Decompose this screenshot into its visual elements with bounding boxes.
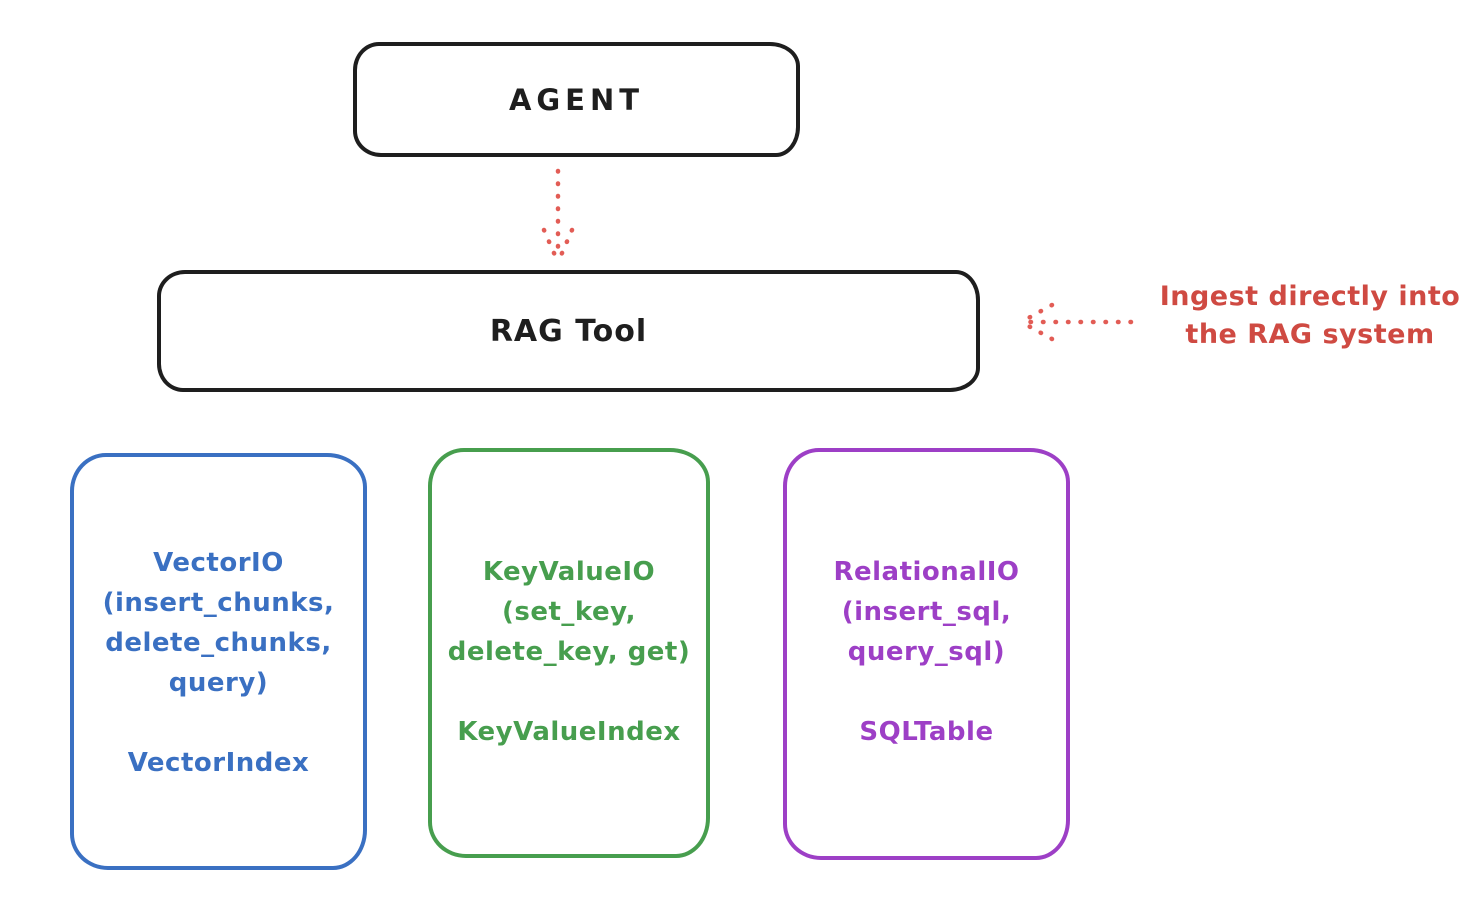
- key-value-index-label: KeyValueIndex: [457, 717, 681, 747]
- vector-io-line: query): [168, 668, 269, 698]
- vector-index-label: VectorIndex: [127, 748, 310, 778]
- relational-io-line: (insert_sql,: [841, 597, 1012, 627]
- ingest-annotation-line2: the RAG system: [1185, 319, 1435, 350]
- rag-tool-box: RAG Tool: [157, 270, 980, 392]
- ingest-annotation: Ingest directly into the RAG system: [1136, 278, 1484, 354]
- key-value-io-box: KeyValueIO (set_key, delete_key, get) Ke…: [428, 448, 710, 858]
- agent-label: AGENT: [508, 82, 645, 117]
- ingest-annotation-line1: Ingest directly into: [1159, 281, 1461, 312]
- key-value-io-line: KeyValueIO: [482, 557, 656, 587]
- vector-io-line: VectorIO: [153, 548, 284, 578]
- vector-io-box: VectorIO (insert_chunks, delete_chunks, …: [70, 453, 367, 870]
- agent-to-rag-arrow: [541, 168, 575, 263]
- agent-box: AGENT: [353, 42, 800, 157]
- relational-io-line: RelationalIO: [833, 557, 1020, 587]
- relational-io-line: query_sql): [847, 637, 1006, 667]
- sql-table-label: SQLTable: [859, 717, 994, 747]
- key-value-io-line: (set_key,: [502, 597, 636, 627]
- key-value-io-line: delete_key, get): [447, 637, 691, 667]
- vector-io-line: delete_chunks,: [105, 628, 332, 658]
- relational-io-box: RelationalIO (insert_sql, query_sql) SQL…: [783, 448, 1070, 860]
- vector-io-line: (insert_chunks,: [102, 588, 335, 618]
- rag-tool-label: RAG Tool: [489, 313, 648, 349]
- ingest-arrow: [1020, 302, 1134, 342]
